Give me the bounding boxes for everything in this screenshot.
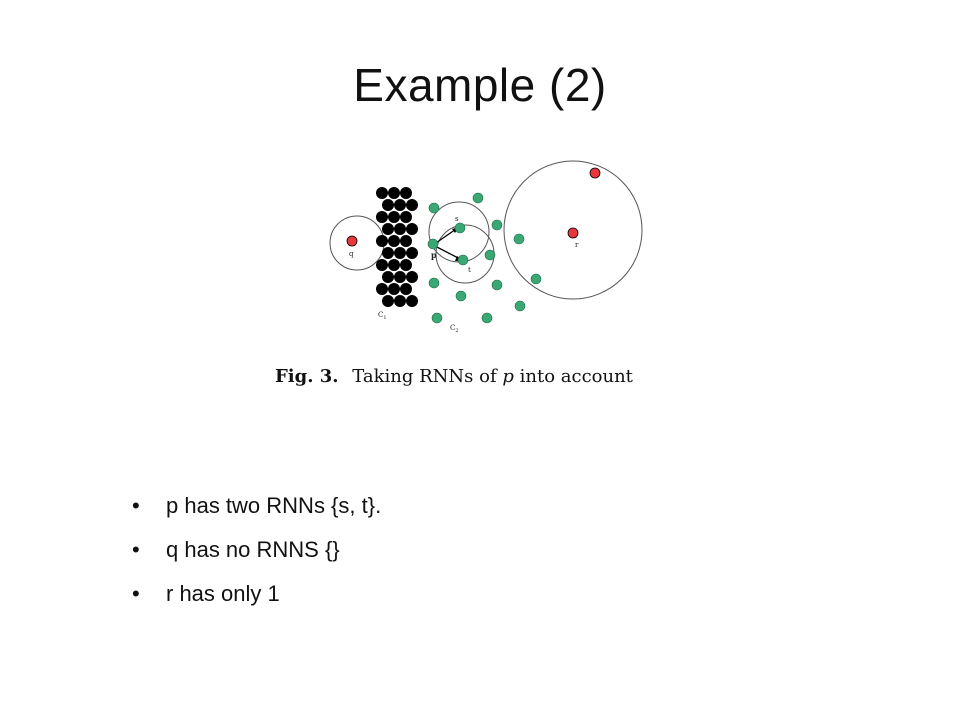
cluster-c2-point bbox=[484, 249, 496, 261]
label-s: s bbox=[455, 215, 459, 223]
point-outlier-top bbox=[589, 167, 601, 179]
point-q bbox=[346, 235, 358, 247]
cluster-c1-point bbox=[382, 199, 394, 211]
bullet-dot: • bbox=[132, 581, 140, 606]
cluster-c1-point bbox=[406, 295, 418, 307]
cluster-c1-point bbox=[394, 223, 406, 235]
figure-caption: Fig. 3. Taking RNNs of p into account bbox=[275, 366, 715, 387]
bullet-item: • r has only 1 bbox=[132, 578, 381, 622]
cluster-c2-point bbox=[481, 312, 493, 324]
cluster-c1-point bbox=[388, 259, 400, 271]
cluster-c1-point bbox=[406, 223, 418, 235]
cluster-c2-point bbox=[491, 279, 503, 291]
cluster-c2-point bbox=[513, 233, 525, 245]
cluster-c1-point bbox=[394, 271, 406, 283]
r-neighborhood-circle bbox=[503, 160, 643, 300]
cluster-c1-point bbox=[376, 283, 388, 295]
cluster-c1-point bbox=[388, 283, 400, 295]
rnn-figure: q p s t r C1 C2 bbox=[320, 155, 650, 340]
cluster-c1-point bbox=[388, 211, 400, 223]
caption-text-before: Taking RNNs of bbox=[352, 366, 497, 387]
cluster-c1-point bbox=[382, 295, 394, 307]
bullet-list: • p has two RNNs {s, t}. • q has no RNNS {… bbox=[132, 490, 381, 622]
cluster-c2-point bbox=[428, 277, 440, 289]
cluster-c2-point bbox=[427, 238, 439, 250]
cluster-c1-point bbox=[400, 187, 412, 199]
label-q: q bbox=[349, 250, 354, 258]
caption-fig-label: Fig. 3. bbox=[275, 366, 339, 387]
label-c1: C1 bbox=[378, 311, 387, 321]
cluster-c1-point bbox=[376, 187, 388, 199]
bullet-text: p has two RNNs {s, t}. bbox=[166, 493, 382, 518]
cluster-c1-point bbox=[382, 271, 394, 283]
cluster-c1-point bbox=[376, 235, 388, 247]
cluster-c1-point bbox=[400, 259, 412, 271]
bullet-item: • p has two RNNs {s, t}. bbox=[132, 490, 381, 534]
cluster-c1-point bbox=[394, 199, 406, 211]
cluster-c1-point bbox=[388, 187, 400, 199]
cluster-c1-point bbox=[388, 235, 400, 247]
cluster-c2-point bbox=[514, 300, 526, 312]
bullet-dot: • bbox=[132, 493, 140, 518]
cluster-c2-point bbox=[457, 254, 469, 266]
cluster-c2-point bbox=[454, 222, 466, 234]
cluster-c1-point bbox=[376, 259, 388, 271]
label-r: r bbox=[575, 241, 579, 249]
cluster-c1-point bbox=[400, 235, 412, 247]
cluster-c1-point bbox=[376, 211, 388, 223]
slide-title: Example (2) bbox=[353, 59, 607, 111]
caption-text-after: into account bbox=[519, 366, 633, 387]
bullet-text: r has only 1 bbox=[166, 581, 280, 606]
bullet-dot: • bbox=[132, 537, 140, 562]
cluster-c1-point bbox=[400, 211, 412, 223]
cluster-c1-point bbox=[406, 199, 418, 211]
cluster-c2 bbox=[427, 192, 542, 324]
cluster-c1-point bbox=[394, 247, 406, 259]
cluster-c2-point bbox=[530, 273, 542, 285]
cluster-c2-point bbox=[431, 312, 443, 324]
cluster-c1-point bbox=[400, 283, 412, 295]
bullet-item: • q has no RNNS {} bbox=[132, 534, 381, 578]
cluster-c2-point bbox=[491, 219, 503, 231]
cluster-c1-point bbox=[406, 247, 418, 259]
bullet-text: q has no RNNS {} bbox=[166, 537, 340, 562]
rnn-diagram: q p s t r C1 C2 bbox=[329, 160, 643, 334]
cluster-c2-point bbox=[428, 202, 440, 214]
label-c2: C2 bbox=[450, 324, 459, 334]
cluster-c2-point bbox=[455, 290, 467, 302]
cluster-c1-point bbox=[406, 271, 418, 283]
cluster-c2-point bbox=[472, 192, 484, 204]
caption-math: p bbox=[502, 366, 514, 387]
label-t: t bbox=[468, 266, 471, 274]
cluster-c1-point bbox=[394, 295, 406, 307]
cluster-c1-point bbox=[382, 247, 394, 259]
label-p: p bbox=[431, 250, 437, 260]
point-r bbox=[567, 227, 579, 239]
cluster-c1 bbox=[376, 187, 418, 307]
cluster-c1-point bbox=[382, 223, 394, 235]
